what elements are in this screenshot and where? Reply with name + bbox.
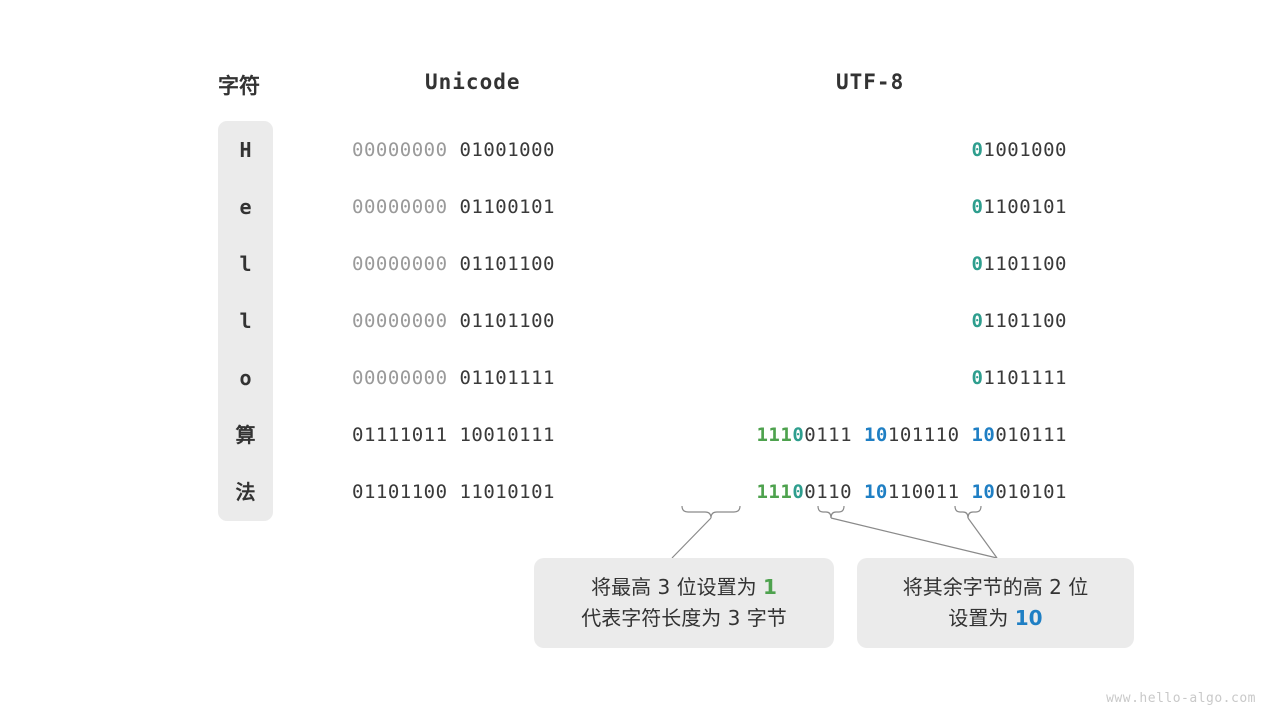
unicode-high-byte: 01111011	[352, 424, 448, 446]
utf8-prefix-zero: 0	[792, 481, 805, 503]
brace-continuation-1	[817, 505, 845, 519]
callout-left-line1: 将最高 3 位设置为 1	[591, 572, 777, 603]
column-header-unicode: Unicode	[425, 70, 521, 94]
utf8-cell-6: 11100110 10110011 10010101	[756, 479, 1067, 505]
callout-left-line2: 代表字符长度为 3 字节	[581, 606, 787, 630]
leader-line-right-a	[830, 517, 998, 559]
leader-line-left	[671, 517, 712, 559]
unicode-cell-3: 00000000 01101100	[352, 308, 555, 334]
utf8-rest: 110011	[887, 481, 960, 503]
unicode-cell-0: 00000000 01001000	[352, 137, 555, 163]
unicode-low-byte: 01001000	[459, 139, 555, 161]
utf8-cell-3: 01101100	[971, 308, 1067, 334]
utf8-rest: 010111	[995, 424, 1067, 446]
utf8-rest: 1101100	[983, 310, 1067, 332]
utf8-rest: 010101	[995, 481, 1067, 503]
utf8-prefix: 0	[971, 367, 984, 389]
unicode-low-byte: 01101111	[459, 367, 555, 389]
utf8-rest: 1101100	[983, 253, 1067, 275]
unicode-low-byte: 11010101	[459, 481, 555, 503]
callout-right-text-a: 设置为	[948, 606, 1015, 630]
unicode-low-byte: 01101100	[459, 253, 555, 275]
utf8-rest: 0111	[804, 424, 853, 446]
unicode-high-byte: 00000000	[352, 253, 448, 275]
utf8-prefix: 10	[971, 424, 996, 446]
utf8-rest: 1001000	[983, 139, 1067, 161]
char-cell-5: 算	[235, 423, 256, 447]
utf8-prefix: 10	[863, 424, 888, 446]
utf8-prefix: 10	[971, 481, 996, 503]
brace-leading-bits	[681, 505, 741, 519]
callout-right-line1: 将其余字节的高 2 位	[902, 575, 1089, 599]
utf8-prefix: 0	[971, 196, 984, 218]
utf8-prefix: 0	[971, 139, 984, 161]
utf8-rest: 101110	[887, 424, 960, 446]
utf8-prefix: 10	[863, 481, 888, 503]
char-cell-0: H	[239, 138, 252, 162]
callout-left-value: 1	[762, 575, 777, 599]
unicode-cell-1: 00000000 01100101	[352, 194, 555, 220]
utf8-prefix: 0	[971, 253, 984, 275]
unicode-high-byte: 00000000	[352, 196, 448, 218]
utf8-rest: 1101111	[983, 367, 1067, 389]
unicode-high-byte: 00000000	[352, 310, 448, 332]
column-header-utf8: UTF-8	[836, 70, 905, 94]
callout-right-value: 10	[1014, 606, 1043, 630]
utf8-cell-4: 01101111	[971, 365, 1067, 391]
leader-line-right-b	[967, 517, 998, 559]
char-cell-2: l	[239, 252, 252, 276]
char-cell-6: 法	[235, 480, 256, 504]
char-cell-3: l	[239, 309, 252, 333]
utf8-cell-0: 01001000	[971, 137, 1067, 163]
utf8-cell-1: 01100101	[971, 194, 1067, 220]
utf8-prefix-zero: 0	[792, 424, 805, 446]
callout-leading-bits: 将最高 3 位设置为 1 代表字符长度为 3 字节	[534, 558, 834, 648]
unicode-high-byte: 00000000	[352, 367, 448, 389]
utf8-rest: 1100101	[983, 196, 1067, 218]
callout-left-text-a: 将最高 3 位设置为	[591, 575, 763, 599]
unicode-high-byte: 01101100	[352, 481, 448, 503]
utf8-prefix: 111	[756, 424, 793, 446]
utf8-cell-2: 01101100	[971, 251, 1067, 277]
unicode-cell-5: 01111011 10010111	[352, 422, 555, 448]
unicode-cell-6: 01101100 11010101	[352, 479, 555, 505]
unicode-high-byte: 00000000	[352, 139, 448, 161]
unicode-cell-2: 00000000 01101100	[352, 251, 555, 277]
char-cell-1: e	[239, 195, 252, 219]
brace-continuation-2	[954, 505, 982, 519]
unicode-low-byte: 10010111	[459, 424, 555, 446]
unicode-low-byte: 01100101	[459, 196, 555, 218]
unicode-cell-4: 00000000 01101111	[352, 365, 555, 391]
unicode-low-byte: 01101100	[459, 310, 555, 332]
utf8-cell-5: 11100111 10101110 10010111	[756, 422, 1067, 448]
utf8-prefix: 0	[971, 310, 984, 332]
site-watermark: www.hello-algo.com	[1106, 691, 1256, 706]
callout-right-line2: 设置为 10	[948, 603, 1042, 634]
utf8-prefix: 111	[756, 481, 793, 503]
utf8-rest: 0110	[804, 481, 853, 503]
character-column-pill	[218, 121, 273, 521]
callout-continuation-bits: 将其余字节的高 2 位 设置为 10	[857, 558, 1134, 648]
column-header-character: 字符	[218, 74, 260, 98]
char-cell-4: o	[239, 366, 252, 390]
